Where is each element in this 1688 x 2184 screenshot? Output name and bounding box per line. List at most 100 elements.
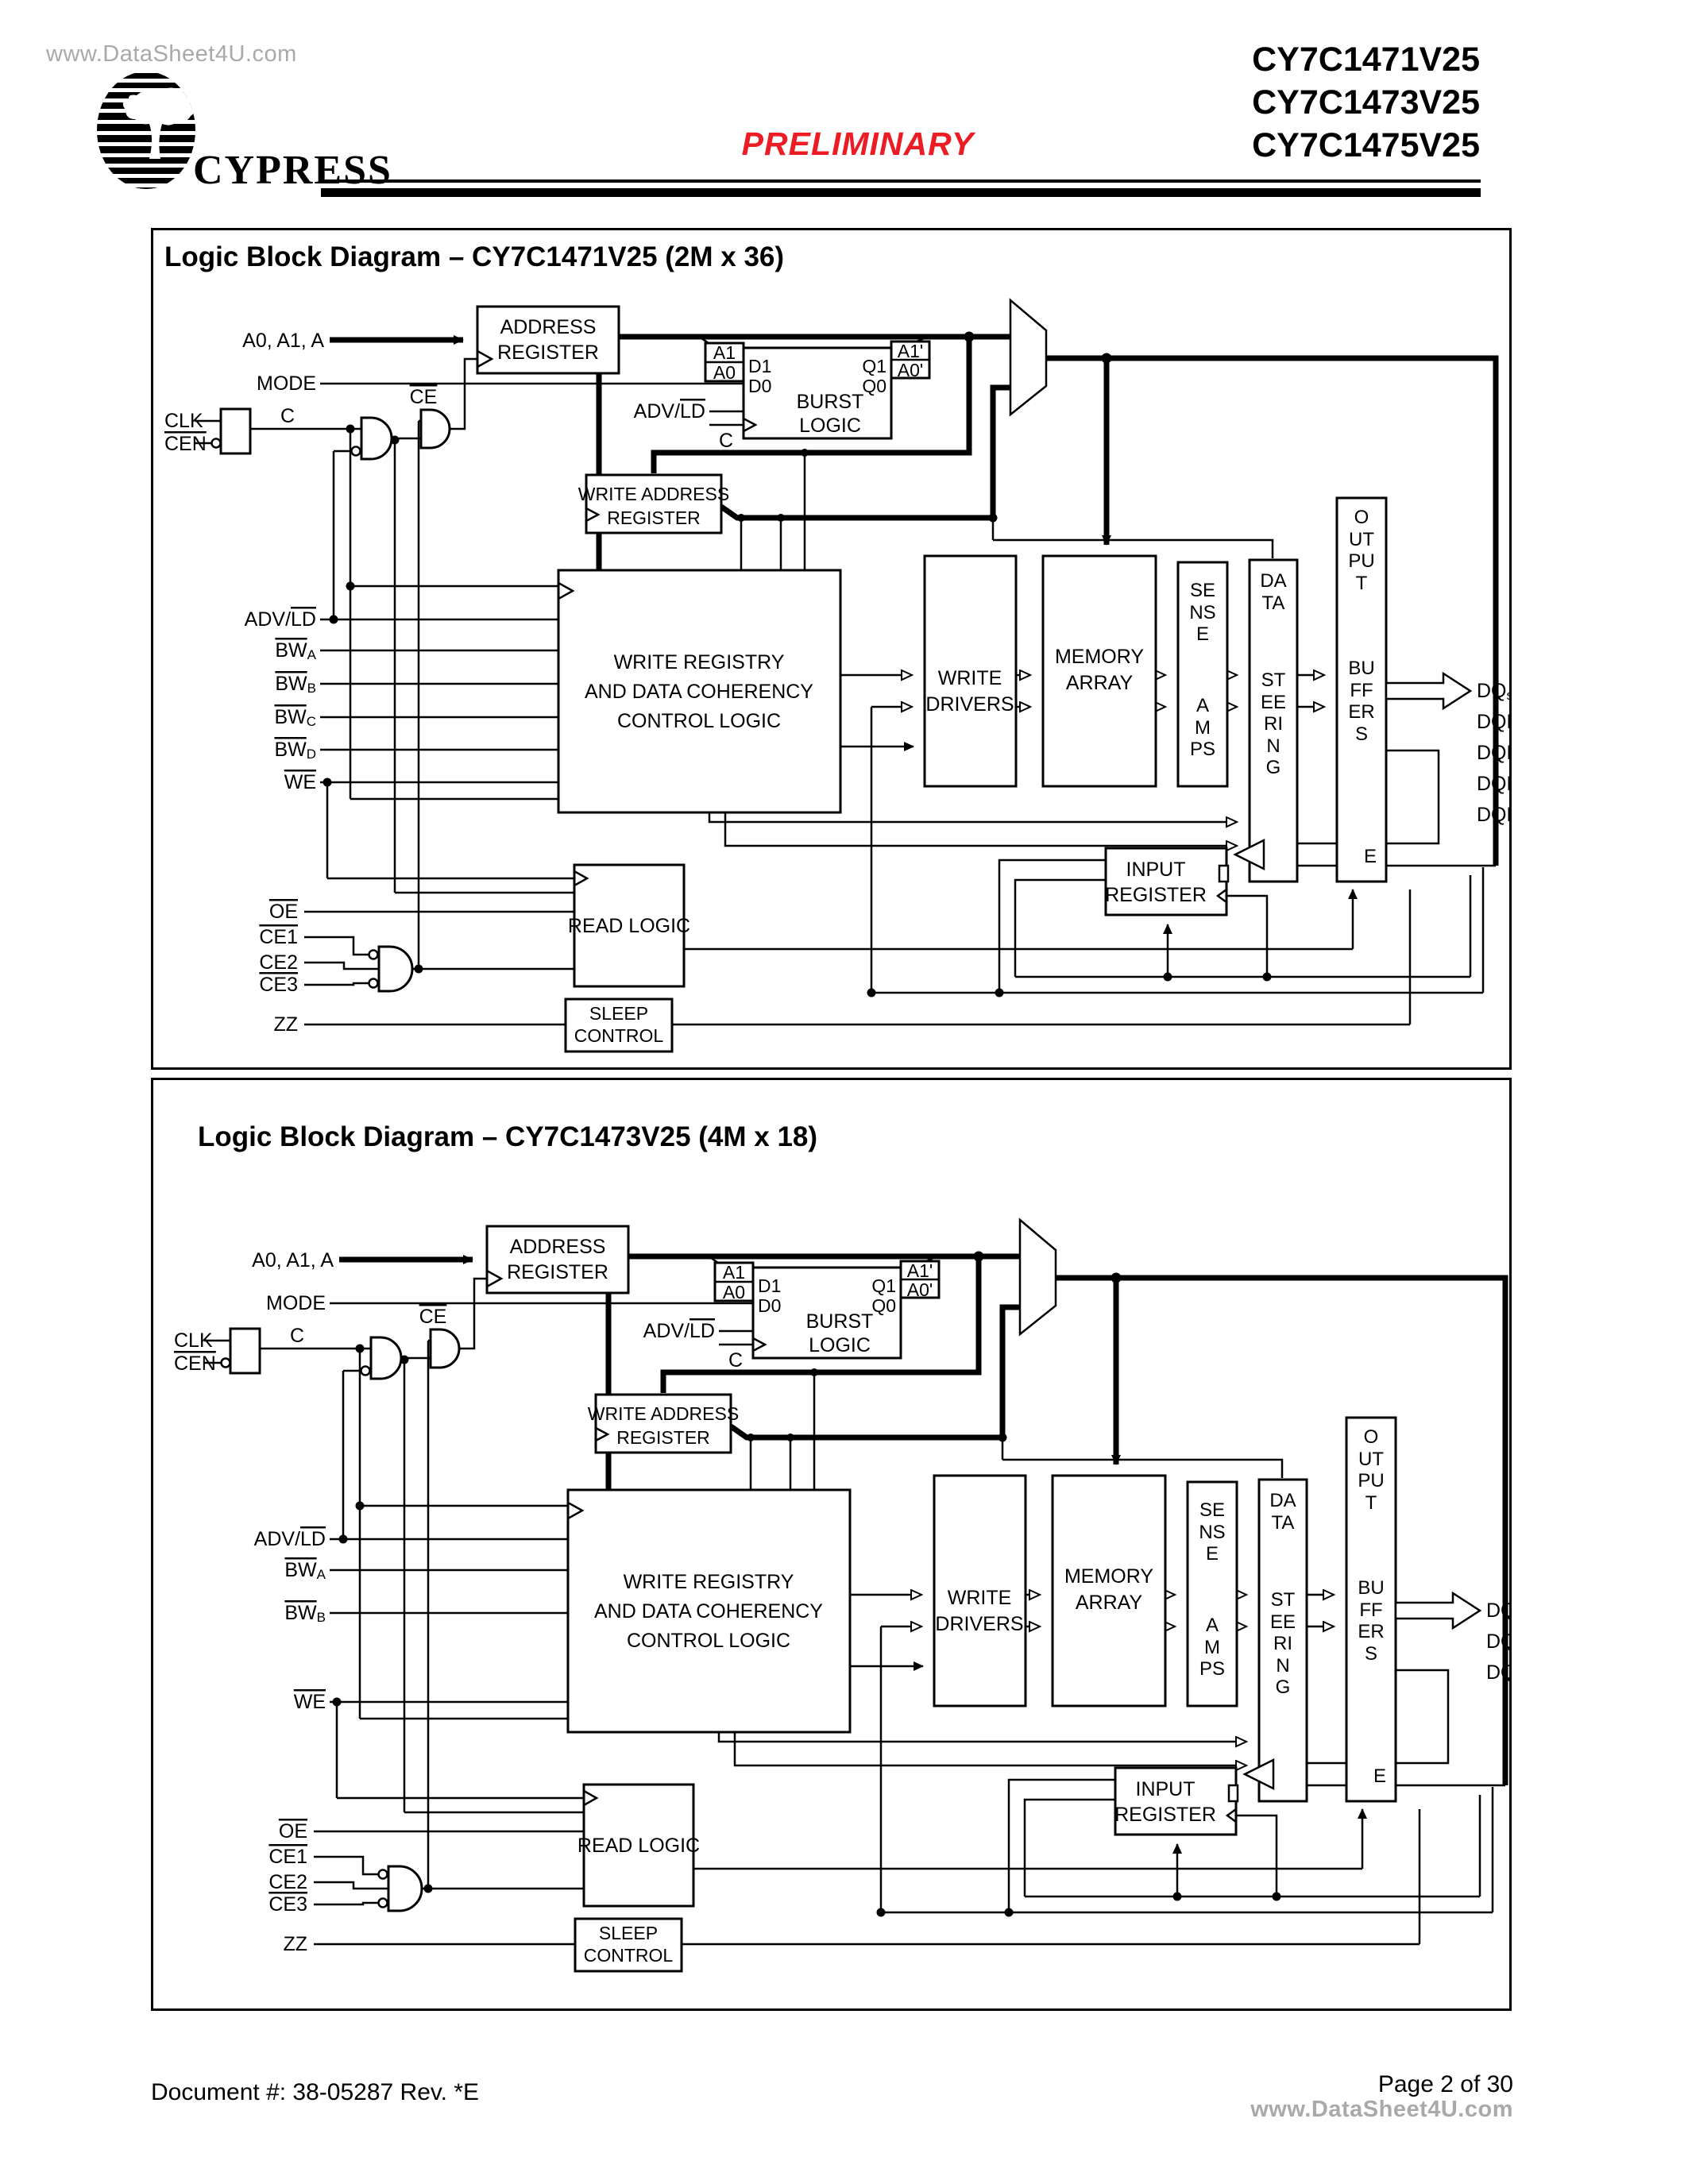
- write-drivers-box: [933, 1474, 1027, 1707]
- wires: [195, 334, 1499, 1026]
- preliminary-stamp: PRELIMINARY: [741, 125, 975, 162]
- signal-clk: CLK: [164, 410, 203, 432]
- tap-label-a0p: A0': [907, 1279, 933, 1300]
- part-number: CY7C1473V25: [1252, 83, 1480, 122]
- output-dqpa: DQPA: [1486, 1630, 1509, 1653]
- nand-gate-icon: [377, 945, 414, 993]
- output-dqpa: DQPA: [1477, 711, 1509, 734]
- enable-pin: [1218, 864, 1230, 883]
- output-dqpb: DQPB: [1486, 1661, 1509, 1684]
- input-register-label: REGISTER: [1105, 884, 1207, 906]
- sense-amps-label: SENSE: [1189, 580, 1216, 645]
- address-register-box: [476, 305, 620, 375]
- write-drivers-label: WRITE: [948, 1587, 1012, 1609]
- clock-triangle-icon: [558, 581, 575, 600]
- signal-we: WE: [284, 771, 316, 793]
- output-buffers-label: BUFFERS: [1358, 1577, 1385, 1665]
- diagram2-title: Logic Block Diagram – CY7C1473V25 (4M x …: [198, 1121, 818, 1152]
- signal-advld2: ADV/LD: [254, 1528, 326, 1550]
- clock-triangle-icon: [595, 1426, 610, 1442]
- address-register-label: ADDRESS: [500, 316, 597, 338]
- burst-pin-d0: D0: [748, 376, 771, 396]
- burst-pin-q0: Q0: [862, 376, 886, 396]
- input-arrow-icon: [1233, 838, 1265, 871]
- burst-logic-label: LOGIC: [799, 415, 861, 437]
- sleep-control-label: CONTROL: [574, 1025, 664, 1046]
- address-register-box: [485, 1225, 630, 1295]
- enable-label: E: [1373, 1765, 1387, 1787]
- write-drivers-label: DRIVERS: [935, 1613, 1023, 1635]
- clock-triangle-icon: [583, 1789, 599, 1807]
- and-gate-icon: [429, 1328, 461, 1369]
- signal-c2: C: [728, 1349, 743, 1372]
- memory-array-box: [1041, 554, 1157, 788]
- control-logic-label: CONTROL LOGIC: [627, 1630, 790, 1652]
- write-address-register-box: [594, 1393, 732, 1454]
- clock-triangle-icon: [486, 1269, 504, 1288]
- inverter-bubble-icon: [368, 978, 379, 989]
- input-register-label: INPUT: [1126, 859, 1186, 881]
- output-buffers-label: BUFFERS: [1348, 658, 1375, 745]
- input-register-box: [1104, 847, 1228, 916]
- inverter-bubble-icon: [377, 1869, 388, 1880]
- control-logic-label: WRITE REGISTRY: [624, 1571, 794, 1593]
- signal-ce: CE: [419, 1306, 447, 1328]
- burst-pin-d1: D1: [758, 1275, 781, 1296]
- clock-triangle-icon: [1215, 888, 1227, 904]
- junction-dots: [323, 331, 1272, 997]
- signal-c2: C: [719, 430, 733, 452]
- clock-input-box: [229, 1327, 261, 1375]
- signal-c: C: [280, 405, 295, 427]
- and-gate-icon: [369, 1336, 403, 1380]
- sleep-control-box: [564, 997, 674, 1053]
- write-address-register-label: WRITE ADDRESS: [588, 1403, 739, 1424]
- and-gate-icon: [360, 416, 393, 461]
- burst-pin-d1: D1: [748, 356, 771, 376]
- part-number: CY7C1471V25: [1252, 41, 1480, 79]
- signal-bwa: BWA: [284, 1559, 326, 1582]
- clock-triangle-icon: [567, 1501, 585, 1520]
- signal-bwb: BWB: [284, 1602, 326, 1625]
- burst-pin-q1: Q1: [871, 1275, 896, 1296]
- signal-bwa: BWA: [275, 639, 316, 662]
- junction-dots: [332, 1251, 1281, 1917]
- output-buffers-box: [1335, 496, 1388, 883]
- sleep-control-label: SLEEP: [599, 1923, 658, 1943]
- signal-oe: OE: [279, 1820, 307, 1843]
- logic-block-diagram-1: Logic Block Diagram – CY7C1471V25 (2M x …: [151, 228, 1512, 1070]
- burst-pin-q1: Q1: [862, 356, 886, 376]
- write-drivers-label: WRITE: [938, 667, 1002, 689]
- data-steering-box: [1257, 1478, 1308, 1803]
- sleep-control-label: CONTROL: [584, 1945, 674, 1966]
- signal-advld: ADV/LD: [643, 1320, 715, 1342]
- write-address-register-label: WRITE ADDRESS: [578, 484, 729, 504]
- signal-advld2: ADV/LD: [245, 608, 316, 631]
- address-register-label: REGISTER: [497, 341, 599, 364]
- part-numbers: CY7C1471V25 CY7C1473V25 CY7C1475V25: [1112, 38, 1480, 167]
- signal-mode: MODE: [257, 372, 316, 395]
- data-steering-label: STEERING: [1269, 1589, 1296, 1698]
- output-dqpb: DQPB: [1477, 742, 1509, 765]
- watermark-bottom: www.DataSheet4U.com: [1250, 2097, 1513, 2122]
- cypress-logo-icon: [97, 71, 195, 189]
- data-steering-label: DATA: [1269, 1490, 1296, 1534]
- header-rule-thick: [321, 188, 1481, 197]
- clock-input-box: [219, 407, 252, 455]
- write-drivers-label: DRIVERS: [925, 693, 1014, 716]
- memory-array-box: [1051, 1474, 1167, 1707]
- burst-logic-box: [742, 346, 893, 440]
- signal-addr: A0, A1, A: [242, 330, 324, 352]
- address-register-label: REGISTER: [507, 1261, 608, 1283]
- write-address-register-box: [585, 473, 723, 534]
- memory-array-label: MEMORY: [1055, 646, 1144, 668]
- sleep-control-box: [574, 1917, 683, 1973]
- output-dqpd: DQPD: [1477, 804, 1509, 827]
- control-logic-label: AND DATA COHERENCY: [594, 1600, 823, 1623]
- memory-array-label: ARRAY: [1066, 672, 1134, 694]
- clock-triangle-icon: [585, 507, 601, 523]
- sense-amps-box: [1186, 1480, 1238, 1707]
- control-logic-label: CONTROL LOGIC: [617, 710, 781, 732]
- read-logic-box: [582, 1783, 695, 1908]
- tap-label-a1: A1: [723, 1262, 745, 1283]
